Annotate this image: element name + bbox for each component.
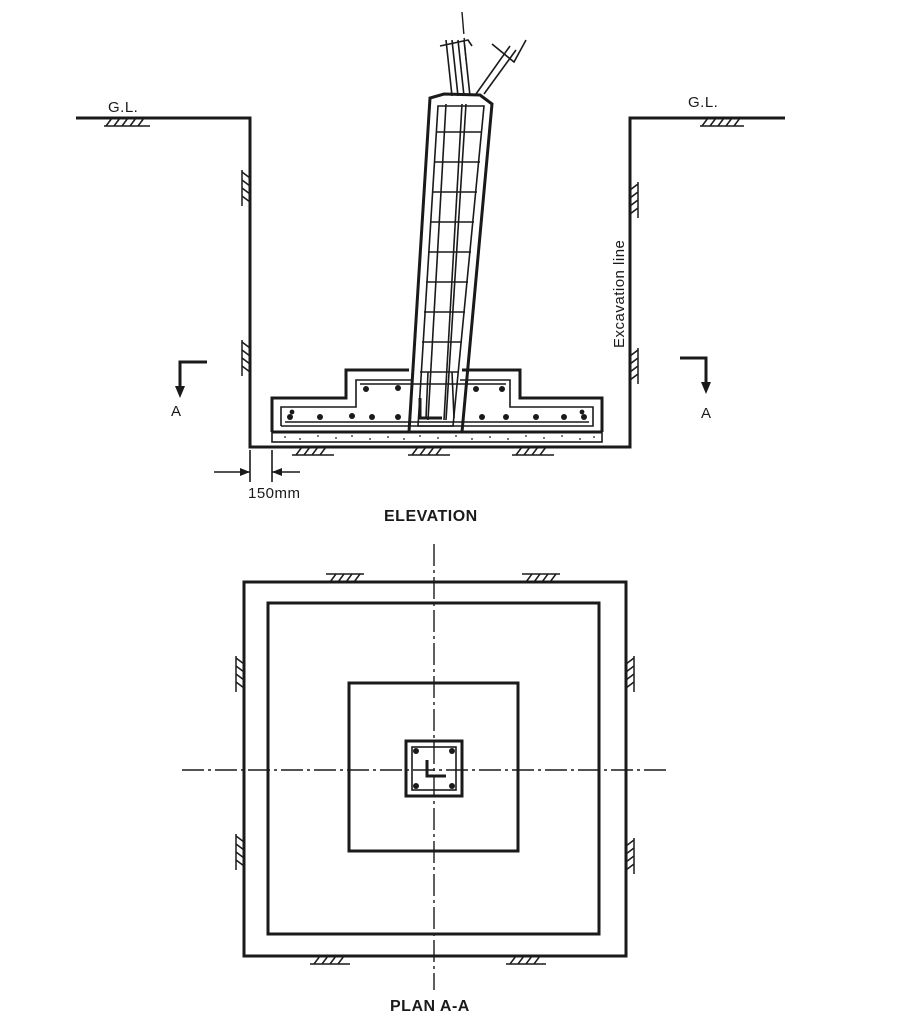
- section-label-right: A: [701, 405, 712, 422]
- plan-view: PLAN A-A: [182, 544, 668, 1015]
- ground-hatch-right-gl: [700, 117, 744, 127]
- inclined-column: [407, 92, 494, 434]
- dimension-label: 150mm: [248, 485, 301, 502]
- elevation-view: G.L. G.L. Excavation line A A 150mm ELEV…: [76, 11, 785, 525]
- excavation-label: Excavation line: [611, 240, 628, 348]
- section-label-left: A: [171, 403, 182, 420]
- gl-label-right: G.L.: [688, 94, 718, 111]
- plan-column-bars: [413, 748, 455, 789]
- plan-starter-bar: [425, 760, 446, 778]
- gl-label-left: G.L.: [108, 99, 138, 116]
- elevation-title: ELEVATION: [384, 508, 478, 525]
- wall-hatch-right: [629, 182, 639, 384]
- section-marker-right: [680, 356, 708, 386]
- blinding-speckle: [284, 435, 595, 440]
- base-hatch: [292, 446, 554, 456]
- footing-rebar-dots: [287, 385, 587, 420]
- footing-outline-right: [462, 368, 604, 432]
- plan-title: PLAN A-A: [390, 998, 470, 1015]
- plan-hatch: [235, 573, 635, 965]
- section-marker-left: [178, 360, 207, 390]
- ground-hatch-left-gl: [104, 117, 150, 127]
- projecting-bar: [445, 39, 453, 97]
- plan-excavation-outline: [242, 580, 628, 958]
- excavation-outline: [76, 116, 785, 449]
- wall-hatch-left: [241, 170, 251, 376]
- column-cover: [417, 105, 485, 427]
- column-ties: [420, 131, 482, 373]
- footing-outline: [270, 368, 409, 432]
- footing-cover-line: [280, 379, 411, 426]
- starter-bar: [418, 398, 442, 420]
